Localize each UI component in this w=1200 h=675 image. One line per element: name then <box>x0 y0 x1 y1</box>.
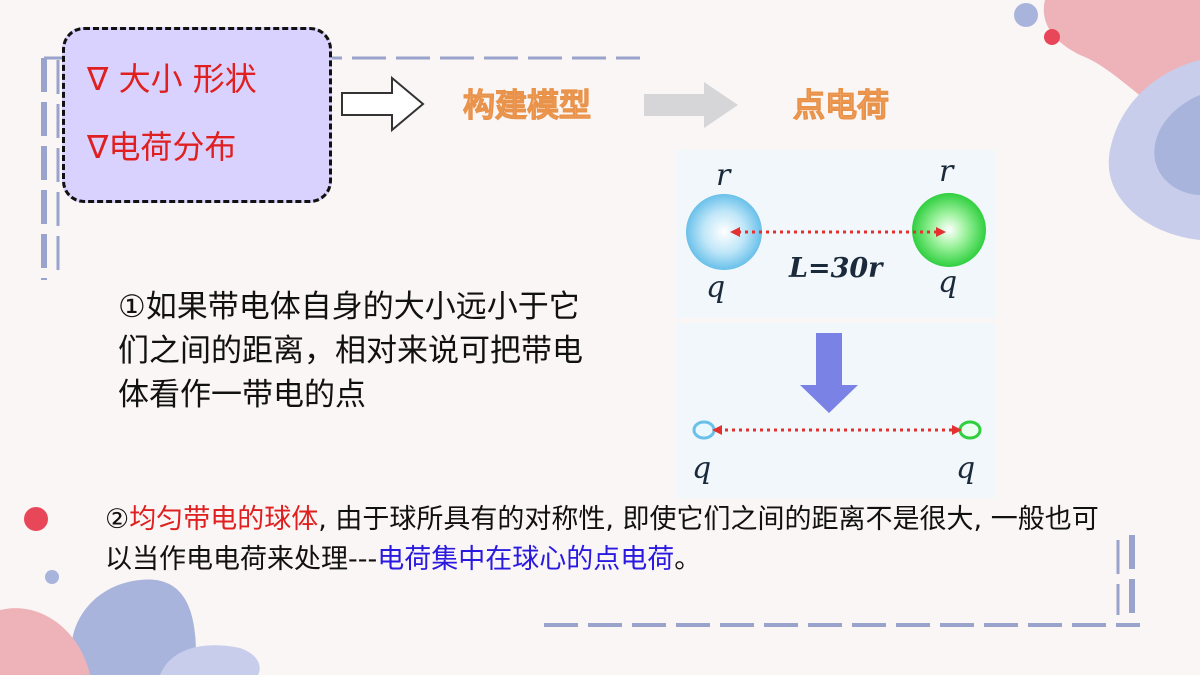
property-item-size-shape: ∇ 大小 形状 <box>87 54 257 100</box>
point-charge-condition-text: ①如果带电体自身的大小远小于它们之间的距离，相对来说可把带电体看作一带电的点 <box>118 289 583 413</box>
nabla-icon: ∇ <box>87 60 109 98</box>
figure-point-charges-panel: q q <box>676 323 996 498</box>
charge-label: q <box>706 270 726 305</box>
point-charge-left <box>692 420 716 440</box>
flow-step-build-model: 构建模型 <box>462 86 592 125</box>
point-charge-right <box>958 420 982 440</box>
radius-label: r <box>716 158 731 193</box>
arrow-right-icon <box>644 82 738 128</box>
property-label: 电荷分布 <box>108 128 237 166</box>
text-segment: , 由于球所具有的对称性, 即使它们之间的距离不是很大, 一般也可以当作电电荷来… <box>105 504 1099 575</box>
highlight-uniform-sphere: 均匀带电的球体 <box>129 504 319 535</box>
property-item-charge-distribution: ∇电荷分布 <box>87 122 236 168</box>
sphere-left <box>686 194 762 270</box>
uniform-sphere-text: ②均匀带电的球体, 由于球所具有的对称性, 即使它们之间的距离不是很大, 一般也… <box>105 500 1115 580</box>
text-segment: 。 <box>674 544 702 575</box>
down-arrow-icon <box>800 333 858 413</box>
nabla-icon: ∇ <box>87 128 109 166</box>
figure-spheres-panel: r r L=30r q q <box>676 150 996 318</box>
radius-label: r <box>939 154 954 189</box>
spheres-diagram <box>686 193 986 270</box>
distance-label: L=30r <box>789 253 883 284</box>
property-label: 大小 形状 <box>108 60 257 98</box>
charge-label: q <box>956 451 976 486</box>
charge-label: q <box>938 265 958 300</box>
sphere-right <box>912 193 986 267</box>
properties-box: ∇ 大小 形状 ∇电荷分布 <box>62 27 332 203</box>
flow-step-point-charge: 点电荷 <box>792 86 890 125</box>
point-charges-diagram <box>692 333 982 440</box>
charge-label: q <box>692 451 712 486</box>
arrow-right-icon <box>341 75 425 133</box>
highlight-center-point-charge: 电荷集中在球心的点电荷 <box>377 544 675 575</box>
text-segment: ② <box>105 504 130 535</box>
